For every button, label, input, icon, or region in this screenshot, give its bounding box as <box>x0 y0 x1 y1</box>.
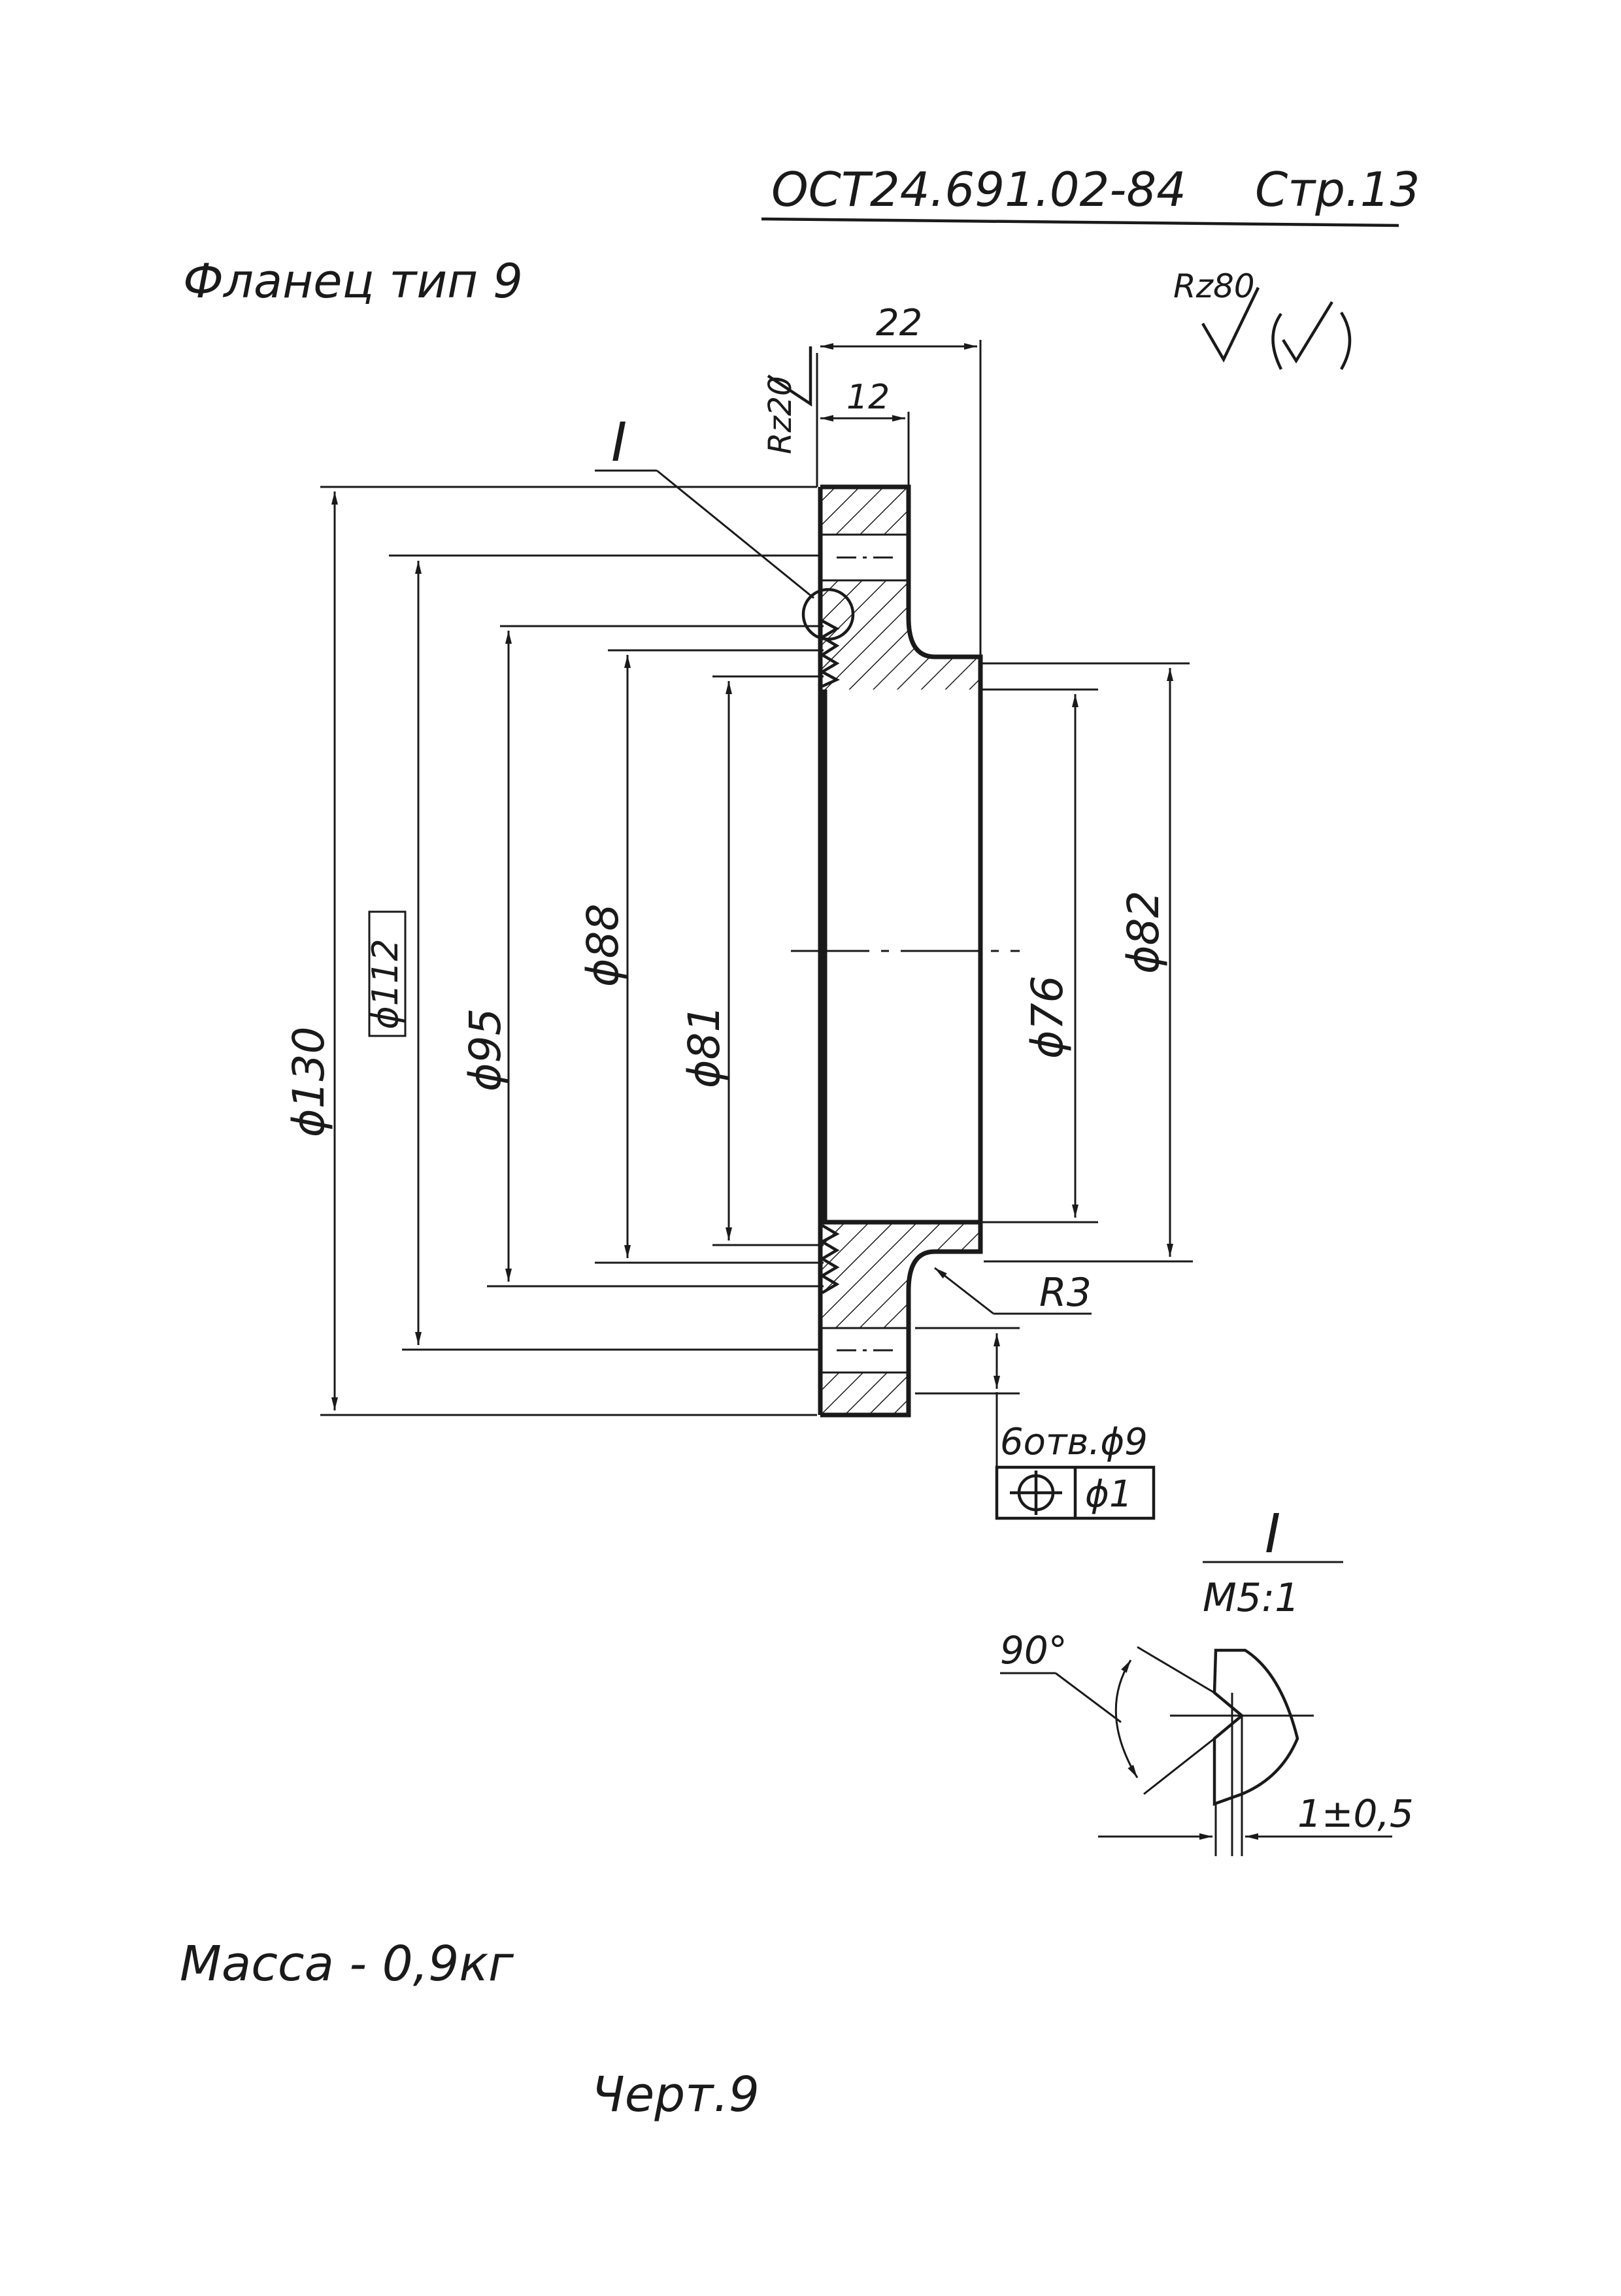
width-total-label: 22 <box>876 302 922 344</box>
d82-label: ϕ82 <box>1118 890 1169 974</box>
dimension-d81: ϕ81 <box>679 675 824 1246</box>
flange-section-upper <box>819 484 983 690</box>
mass-label: Масса - 0,9кг <box>180 1936 514 1992</box>
detail-angle: 90° <box>1000 1628 1067 1672</box>
part-title: Фланец тип 9 <box>183 254 523 308</box>
detail-reference: I <box>595 412 855 641</box>
d88-label: ϕ88 <box>578 903 628 987</box>
detail-view-label: I <box>1265 1503 1280 1565</box>
d112-reference-box <box>368 910 407 1037</box>
header-underline <box>761 217 1399 227</box>
d130-label: ϕ130 <box>284 1026 334 1137</box>
dimension-d88: ϕ88 <box>578 649 824 1264</box>
d95-label: ϕ95 <box>460 1008 510 1091</box>
radius-label: R3 <box>1039 1270 1092 1316</box>
hole-position-dimension <box>915 1327 1020 1395</box>
detail-circle <box>801 588 855 641</box>
detail-scale: М5:1 <box>1203 1575 1299 1621</box>
flange-section-lower <box>819 1220 983 1418</box>
dimension-d82: ϕ82 <box>980 662 1193 1263</box>
position-symbol-icon <box>1010 1471 1062 1515</box>
holes-callout-label: 6отв.ϕ9 <box>1000 1421 1148 1463</box>
detail-angle-arc <box>1114 1659 1139 1778</box>
dimension-d76: ϕ76 <box>980 688 1098 1223</box>
width-dimension-12: 12 <box>820 378 910 490</box>
dimension-d130: ϕ130 <box>284 486 817 1416</box>
standard-number: ОСТ24.691.02-84 <box>771 162 1186 217</box>
page-number: Стр.13 <box>1255 162 1420 217</box>
radius-r3-callout: R3 <box>934 1267 1092 1316</box>
detail-reference-label: I <box>611 412 627 474</box>
dimension-d95: ϕ95 <box>460 625 824 1288</box>
dimension-d112: ϕ112 <box>365 554 820 1351</box>
d76-label: ϕ76 <box>1022 975 1073 1059</box>
d112-label: ϕ112 <box>365 939 406 1029</box>
d81-label: ϕ81 <box>679 1005 729 1088</box>
roughness-face-symbol: Rz20 <box>762 346 812 454</box>
roughness-general-symbol: Rz80 <box>1173 267 1352 371</box>
detail-section <box>1212 1648 1299 1806</box>
width-dimension-22: 22 <box>816 302 982 660</box>
roughness-face-value: Rz20 <box>762 376 799 454</box>
holes-callout: 6отв.ϕ9 ϕ1 <box>995 1392 1156 1520</box>
position-tolerance-value: ϕ1 <box>1085 1473 1133 1516</box>
roughness-general-value: Rz80 <box>1173 267 1255 305</box>
detail-offset: 1±0,5 <box>1297 1791 1414 1836</box>
detail-view: I М5:1 90° 1±0,5 <box>1000 1503 1414 1856</box>
width-flange-label: 12 <box>846 378 890 417</box>
drawing-number: Черт.9 <box>592 2067 760 2123</box>
